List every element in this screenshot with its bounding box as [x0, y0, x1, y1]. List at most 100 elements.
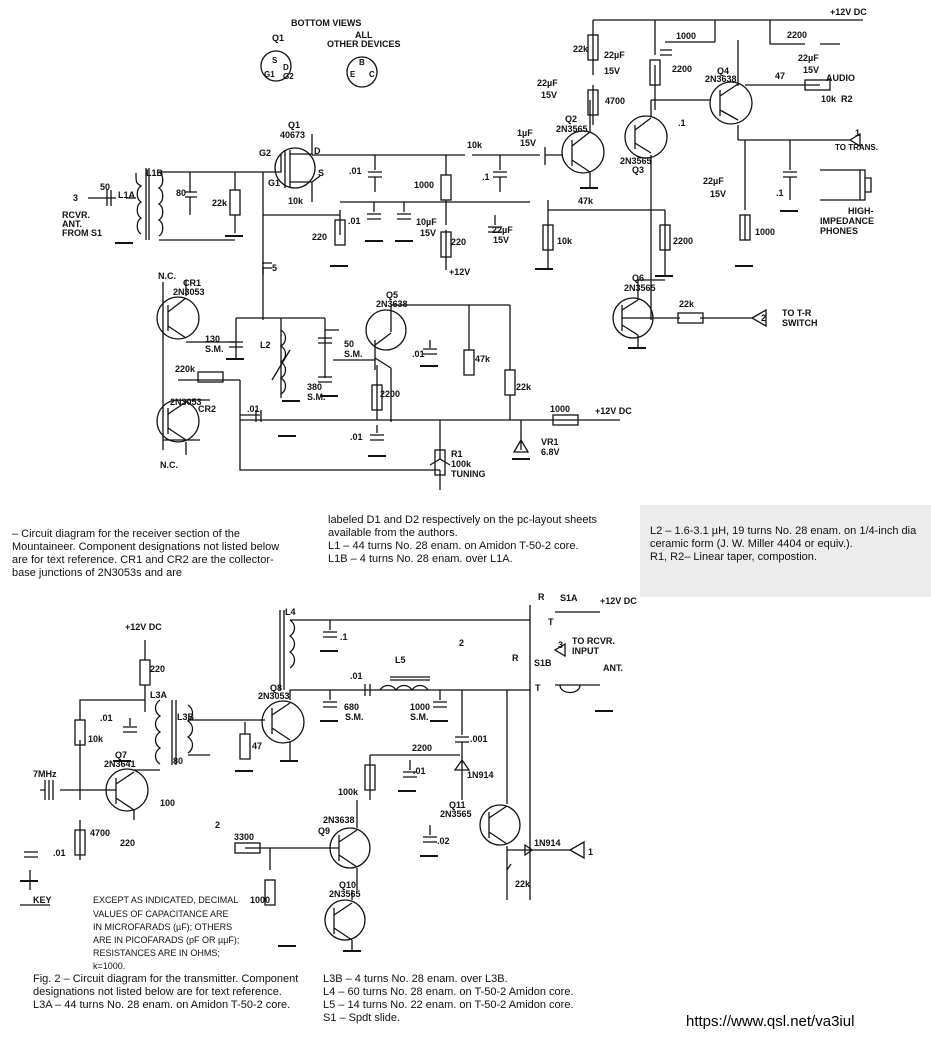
q1-pin-s: S: [272, 56, 278, 65]
tx-sm-a: S.M.: [345, 712, 364, 722]
ground-symbols: [20, 187, 798, 952]
receiver-caption-col1: – Circuit diagram for the receiver secti…: [12, 528, 280, 579]
tx-note-4: ARE IN PICOFARADS (pF OR µµF);: [93, 935, 240, 945]
l1b-label: L1B: [146, 168, 164, 178]
r22k-d: 22k: [516, 382, 532, 392]
r4700: 4700: [605, 96, 626, 106]
r220-a: 220: [312, 232, 328, 242]
receiver-caption-col2: labeled D1 and D2 respectively on the pc…: [328, 514, 598, 565]
c01-d: .01: [247, 404, 260, 414]
v15-c: 15V: [520, 138, 537, 148]
tx-c1000: 1000: [410, 702, 431, 712]
phones-3: PHONES: [820, 226, 859, 236]
c10uf: 10µF: [416, 217, 437, 227]
plus12dc-top: +12V DC: [830, 7, 867, 17]
v15-e: 15V: [541, 90, 558, 100]
q1-g1: G1: [268, 178, 281, 188]
tx-r2200: 2200: [412, 743, 433, 753]
tx-s1b: S1B: [534, 658, 552, 668]
pin1-label: 1: [855, 128, 861, 138]
c1uf-label: 1µF: [517, 128, 533, 138]
tx-key: KEY: [33, 895, 52, 905]
q1-type: 40673: [280, 130, 306, 140]
transmitter-caption-col2: L3B – 4 turns No. 28 enam. over L3B. L4 …: [323, 973, 574, 1024]
tuning-label: TUNING: [451, 469, 486, 479]
tx-c02: .02: [437, 836, 450, 846]
q1-pin-g2: G2: [283, 72, 294, 81]
tx-to-rcvr-2: INPUT: [572, 646, 599, 656]
q1-d: D: [314, 146, 321, 156]
source-url-link[interactable]: https://www.qsl.net/va3iul: [686, 1013, 855, 1030]
tx-l5: L5: [395, 655, 406, 665]
r1000-d: 1000: [550, 404, 571, 414]
v15-g: 15V: [710, 189, 727, 199]
r1000-a: 1000: [414, 180, 435, 190]
ant-label-3: FROM S1: [62, 228, 103, 238]
vr1-value: 6.8V: [541, 447, 560, 457]
plus12-label: +12V: [449, 267, 471, 277]
r47-label: 47: [775, 71, 786, 81]
c5-label: 5: [272, 263, 278, 273]
c01-e: .01: [350, 432, 363, 442]
tx-c01-a: .01: [100, 713, 113, 723]
sm-a: S.M.: [205, 344, 224, 354]
tx-c001: .001: [470, 734, 488, 744]
l1a-label: L1A: [118, 190, 136, 200]
tx-r-b: R: [512, 653, 519, 663]
tx-note-3: IN MICROFARADS (µF); OTHERS: [93, 922, 233, 932]
transmitter-wiring: [20, 605, 600, 950]
tx-q11-label: Q11: [449, 800, 466, 810]
tx-l3b: L3B: [177, 712, 195, 722]
other-pin-b: B: [359, 58, 365, 67]
tx-c01-d: .01: [413, 766, 426, 776]
tx-q11-type: 2N3565: [440, 809, 472, 819]
c130: 130: [205, 334, 221, 344]
r1000-b: 1000: [676, 31, 697, 41]
phones-1: HIGH-: [848, 206, 874, 216]
tx-pin1: 1: [588, 847, 594, 857]
transmitter-caption-col1: Fig. 2 – Circuit diagram for the transmi…: [33, 973, 299, 1011]
v15-f: 15V: [803, 65, 820, 75]
tx-l3a: L3A: [150, 690, 168, 700]
tx-pin3: 3: [558, 640, 564, 650]
tx-r220: 220: [150, 664, 166, 674]
nc-bot: N.C.: [160, 460, 178, 470]
tx-to-rcvr-1: TO RCVR.: [572, 636, 615, 646]
sm-c: S.M.: [307, 392, 326, 402]
tx-note-2: VALUES OF CAPACITANCE ARE: [93, 909, 229, 919]
vr1-label: VR1: [541, 437, 559, 447]
c22uf-a: 22µF: [492, 225, 513, 235]
q2-label: Q2: [565, 114, 578, 124]
c1-a: .1: [482, 172, 490, 182]
c22uf-b: 22µF: [604, 50, 625, 60]
sm-b: S.M.: [344, 349, 363, 359]
r10k-b: 10k: [288, 196, 304, 206]
c1-c: .1: [776, 188, 784, 198]
c22uf-c: 22µF: [537, 78, 558, 88]
tx-q9-type: 2N3638: [323, 815, 355, 825]
cr2-type: 2N3053: [170, 397, 202, 407]
c22uf-d: 22µF: [798, 53, 819, 63]
r2200-c: 2200: [673, 236, 694, 246]
tx-c1: .1: [340, 632, 348, 642]
trans-label: TO TRANS.: [835, 143, 878, 152]
c22uf-e: 22µF: [703, 176, 724, 186]
r1-label: R1: [451, 449, 463, 459]
tx-note-5: RESISTANCES ARE IN OHMS;: [93, 948, 220, 958]
q1-label: Q1: [288, 120, 301, 130]
tx-xtal: 7MHz: [33, 769, 57, 779]
tx-note-6: k=1000.: [93, 961, 126, 971]
q2-type: 2N3565: [556, 124, 588, 134]
q5-label: Q5: [386, 290, 399, 300]
r10k-a: 10k: [467, 140, 483, 150]
other-pin-e: E: [350, 70, 356, 79]
tx-r3300: 3300: [234, 832, 255, 842]
r220k: 220k: [175, 364, 196, 374]
tx-plus12dc: +12V DC: [125, 622, 162, 632]
tx-plus12dc-b: +12V DC: [600, 596, 637, 606]
r22k-c: 22k: [679, 299, 695, 309]
r47k-b: 47k: [475, 354, 491, 364]
q1-pin-d: D: [283, 63, 289, 72]
c01-c: .01: [412, 349, 425, 359]
